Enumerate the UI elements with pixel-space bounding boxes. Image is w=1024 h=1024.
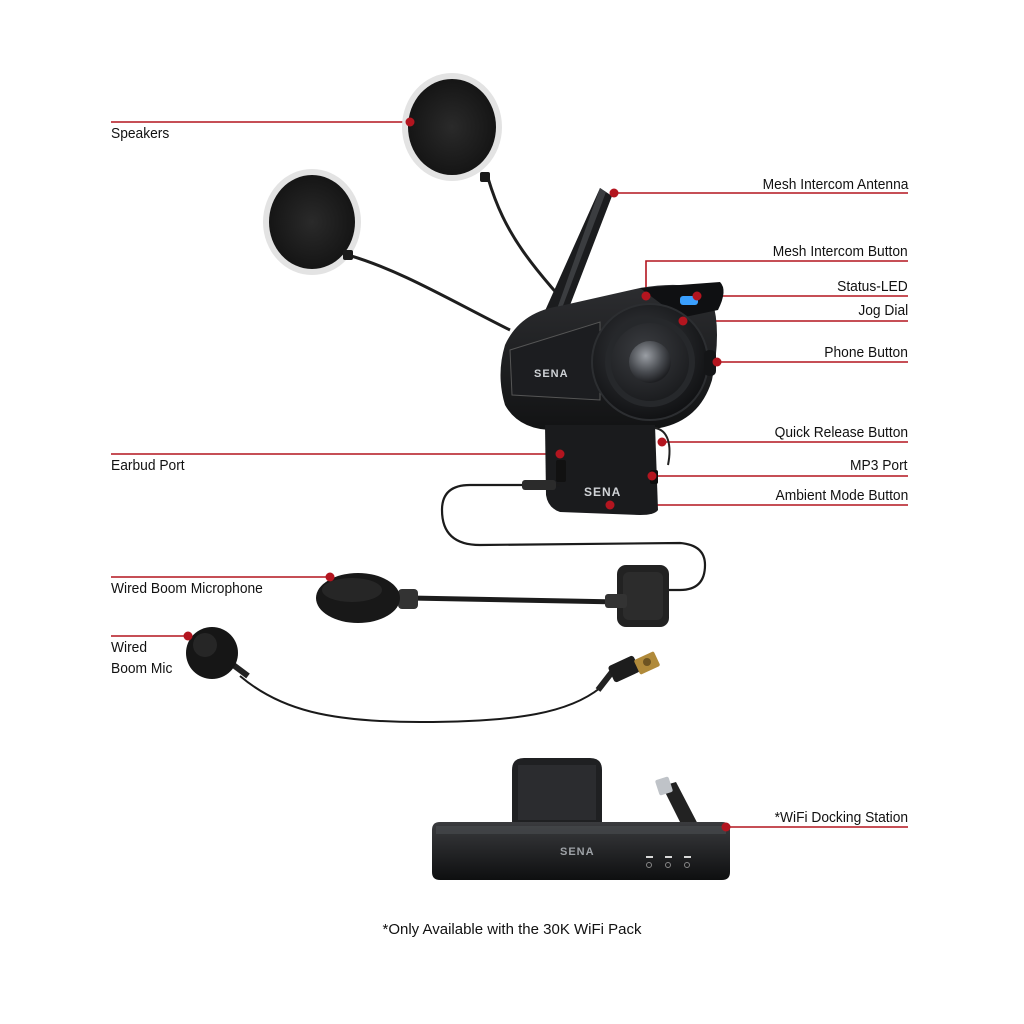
headset-unit: SENA SENA xyxy=(501,188,724,515)
label-wired-mic-line2: Boom Mic xyxy=(111,660,172,678)
wired-boom-microphone xyxy=(316,565,669,627)
clamp-logo: SENA xyxy=(584,485,621,499)
label-ambient: Ambient Mode Button xyxy=(775,487,908,505)
dot-phone-button xyxy=(713,358,722,367)
dot-mesh-button xyxy=(642,292,651,301)
footnote: *Only Available with the 30K WiFi Pack xyxy=(0,921,1024,938)
wifi-docking-station: SENA xyxy=(432,758,730,880)
dot-ambient xyxy=(606,501,615,510)
dot-docking xyxy=(722,823,731,832)
dot-jog-dial xyxy=(679,317,688,326)
dock-logo: SENA xyxy=(560,846,595,858)
speaker-right xyxy=(402,73,502,182)
wired-mic-connector xyxy=(598,651,660,690)
label-boom-mic: Wired Boom Microphone xyxy=(111,580,263,598)
label-antenna: Mesh Intercom Antenna xyxy=(762,176,908,194)
label-mp3-port: MP3 Port xyxy=(850,457,908,475)
dot-mp3-port xyxy=(648,472,657,481)
wired-mic xyxy=(186,627,660,722)
label-jog-dial: Jog Dial xyxy=(858,302,908,320)
dot-quick-release xyxy=(658,438,667,447)
dot-boom-mic xyxy=(326,573,335,582)
jog-knob xyxy=(629,341,671,383)
speaker-left xyxy=(263,169,361,275)
dot-wired-mic xyxy=(184,632,193,641)
body-logo: SENA xyxy=(534,368,569,380)
label-earbud-port: Earbud Port xyxy=(111,457,185,475)
dot-speakers xyxy=(406,118,415,127)
label-docking: *WiFi Docking Station xyxy=(775,809,908,827)
dot-antenna xyxy=(610,189,619,198)
label-phone-button: Phone Button xyxy=(824,344,908,362)
label-mesh-button: Mesh Intercom Button xyxy=(773,243,908,261)
label-status-led: Status-LED xyxy=(837,278,908,296)
dot-status-led xyxy=(693,292,702,301)
label-wired-mic-line1: Wired xyxy=(111,639,147,657)
label-speakers: Speakers xyxy=(111,125,169,143)
dot-earbud-port xyxy=(556,450,565,459)
label-quick-release: Quick Release Button xyxy=(775,424,908,442)
